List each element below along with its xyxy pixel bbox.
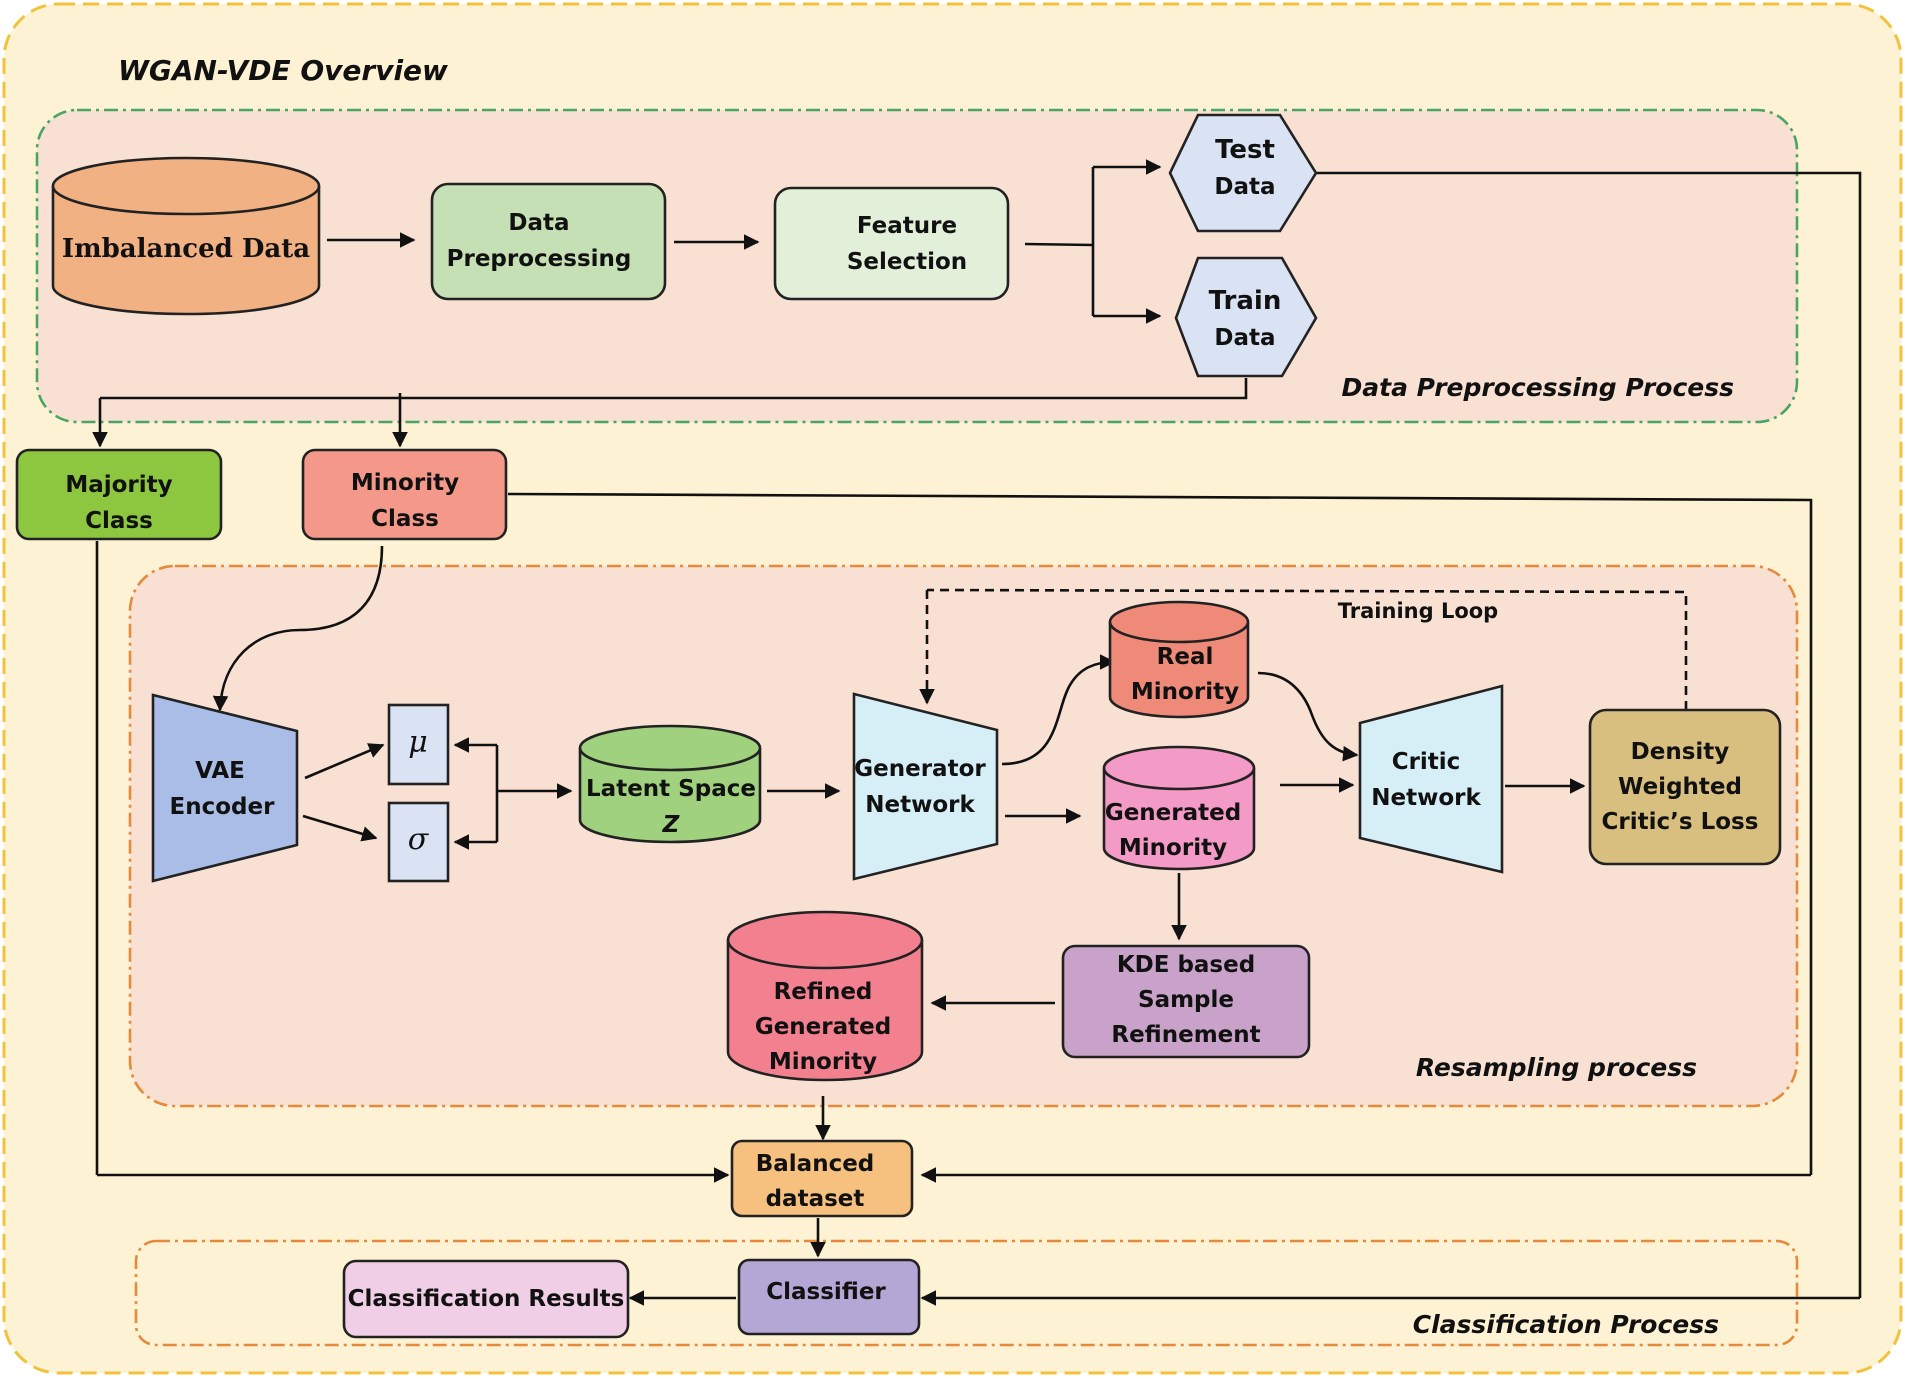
balanced-dataset-node: Balanced dataset	[730, 1139, 914, 1218]
majority-class-node: Majority Class	[15, 448, 223, 541]
classification-results-label: Classification Results	[348, 1286, 625, 1312]
feature-selection-node: Feature Selection	[773, 186, 1010, 301]
data-preprocessing-line2: Preprocessing	[447, 246, 632, 272]
imbalanced-data-label: Imbalanced Data	[62, 234, 310, 264]
test-data-line1: Test	[1215, 135, 1275, 165]
train-data-node: Train Data	[1174, 256, 1318, 378]
generated-minority-line1: Generated	[1105, 800, 1241, 826]
latent-space-line1: Latent Space	[586, 776, 756, 802]
data-preprocessing-line1: Data	[508, 210, 569, 236]
critic-network-node: Critic Network	[1358, 684, 1504, 874]
generated-minority-node: Generated Minority	[1102, 745, 1256, 871]
training-loop-label: Training Loop	[1338, 599, 1498, 623]
sigma-node: σ	[387, 801, 450, 883]
train-data-line2: Data	[1214, 325, 1275, 351]
preprocessing-section-label: Data Preprocessing Process	[1342, 373, 1734, 402]
refined-line3: Minority	[769, 1049, 877, 1075]
kde-refinement-node: KDE based Sample Refinement	[1061, 944, 1311, 1059]
generator-network-node: Generator Network	[852, 692, 999, 881]
density-loss-line1: Density	[1631, 739, 1730, 765]
data-preprocessing-node: Data Preprocessing	[430, 182, 667, 301]
density-loss-line3: Critic’s Loss	[1602, 809, 1759, 835]
refined-line1: Refined	[774, 979, 873, 1005]
vae-encoder-node: VAE Encoder	[151, 693, 299, 883]
generator-line1: Generator	[854, 756, 986, 782]
latent-space-node: Latent Space Z	[578, 724, 762, 844]
resampling-section-label: Resampling process	[1416, 1053, 1697, 1082]
classification-section-label: Classification Process	[1413, 1310, 1719, 1339]
balanced-line1: Balanced	[756, 1151, 875, 1177]
feature-selection-line2: Selection	[847, 249, 967, 275]
balanced-line2: dataset	[766, 1186, 865, 1212]
density-loss-line2: Weighted	[1618, 774, 1742, 800]
refined-line2: Generated	[755, 1014, 891, 1040]
generator-line2: Network	[865, 792, 975, 818]
minority-class-line1: Minority	[351, 470, 459, 496]
train-data-line1: Train	[1209, 286, 1282, 316]
mu-node: μ	[387, 703, 450, 786]
critic-line2: Network	[1371, 785, 1481, 811]
vae-encoder-line1: VAE	[195, 758, 245, 784]
density-loss-node: Density Weighted Critic’s Loss	[1588, 708, 1782, 866]
real-minority-line2: Minority	[1131, 679, 1239, 705]
sigma-symbol: σ	[408, 822, 430, 857]
latent-space-z: Z	[662, 812, 681, 838]
classification-results-node: Classification Results	[342, 1259, 630, 1339]
feature-selection-line1: Feature	[857, 213, 957, 239]
kde-line3: Refinement	[1111, 1022, 1260, 1048]
majority-class-line2: Class	[85, 508, 153, 534]
connectors	[92, 159, 1862, 1306]
vae-encoder-line2: Encoder	[170, 794, 276, 820]
diagram-title: WGAN-VDE Overview	[118, 54, 448, 87]
real-minority-line1: Real	[1157, 644, 1214, 670]
imbalanced-data-node: Imbalanced Data	[51, 156, 321, 316]
mu-symbol: μ	[408, 725, 428, 760]
test-data-node: Test Data	[1168, 113, 1318, 233]
minority-class-line2: Class	[371, 506, 439, 532]
generated-minority-line2: Minority	[1119, 835, 1227, 861]
real-minority-node: Real Minority	[1108, 600, 1250, 719]
refined-minority-node: Refined Generated Minority	[726, 910, 924, 1082]
test-data-line2: Data	[1214, 174, 1275, 200]
minority-class-node: Minority Class	[301, 448, 508, 541]
critic-line1: Critic	[1392, 749, 1461, 775]
classifier-node: Classifier	[737, 1258, 921, 1336]
classifier-label: Classifier	[766, 1279, 886, 1305]
kde-line2: Sample	[1138, 987, 1234, 1013]
majority-class-line1: Majority	[65, 472, 172, 498]
kde-line1: KDE based	[1117, 952, 1255, 978]
